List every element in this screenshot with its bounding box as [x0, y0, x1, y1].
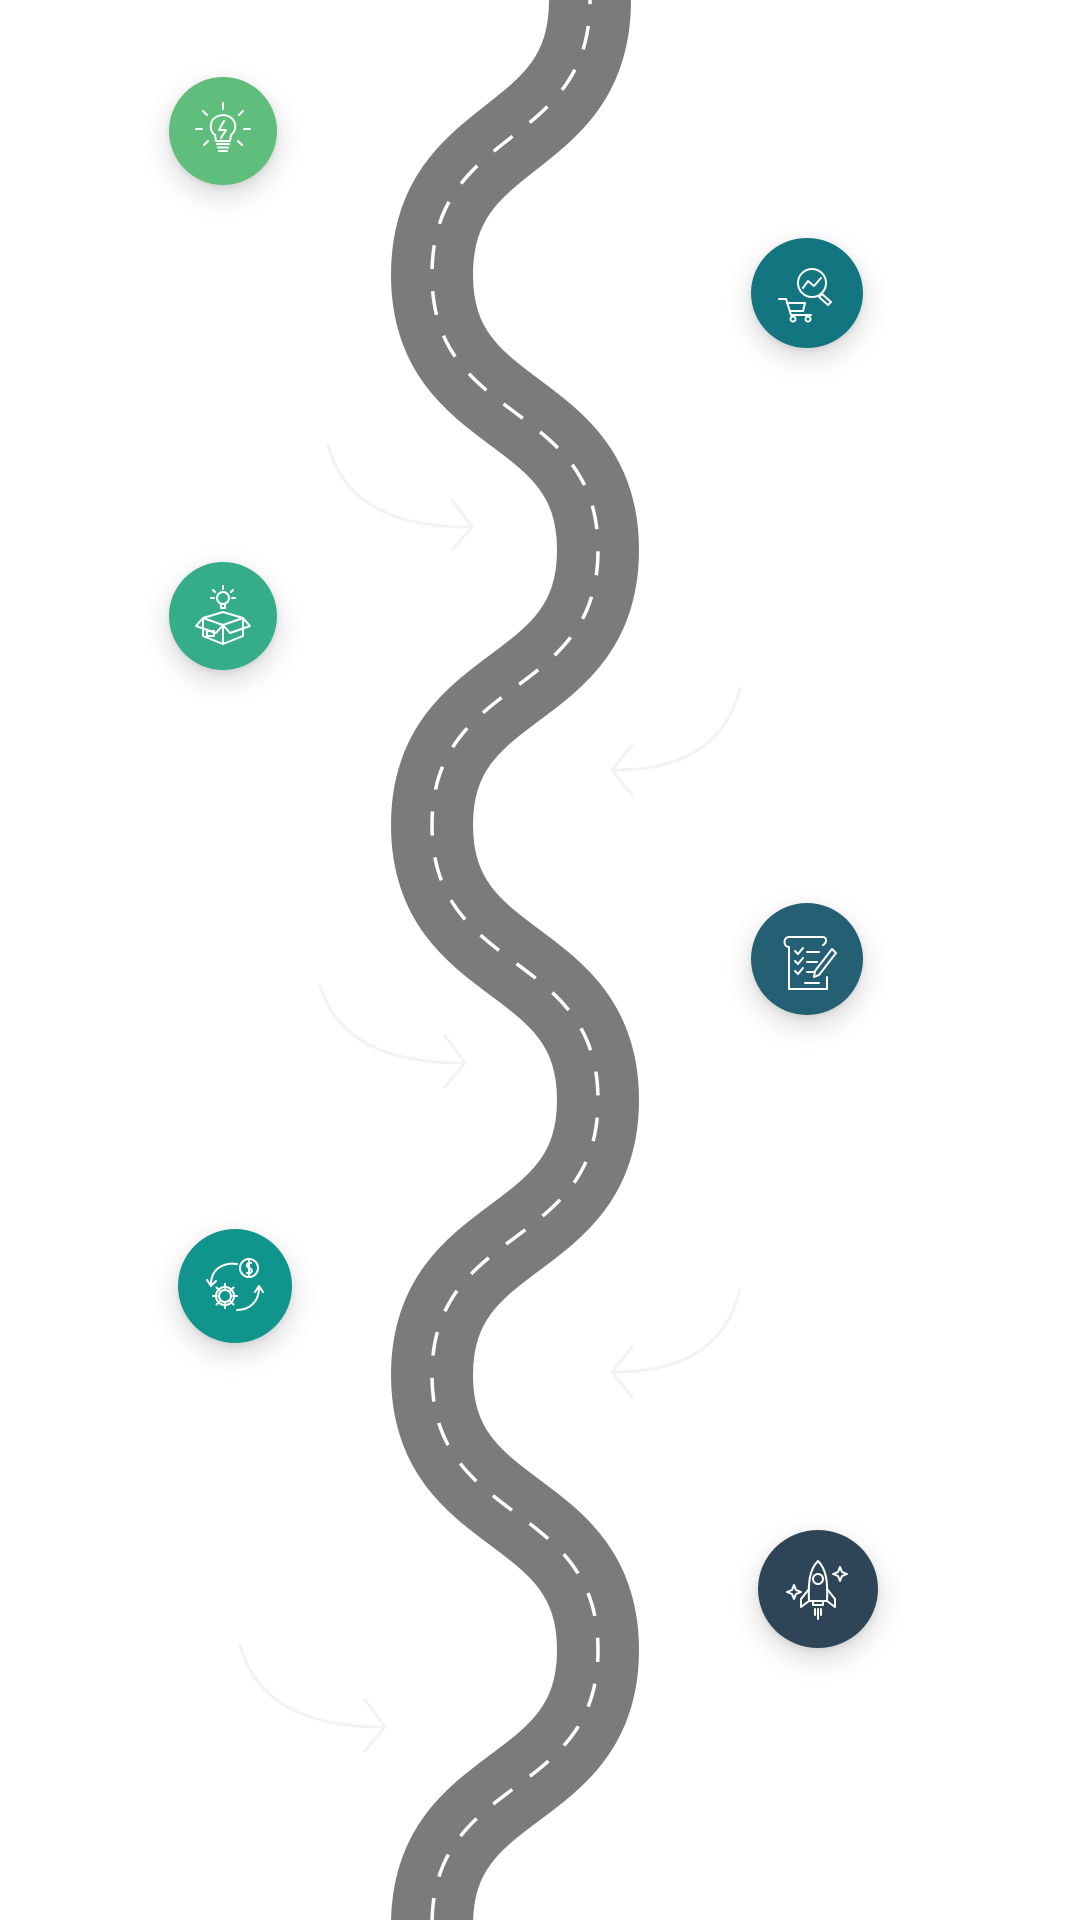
checklist-plan-icon: [783, 936, 837, 990]
curved-arrow-2: [610, 686, 742, 797]
milestone-4: [751, 903, 863, 1015]
curved-arrow-5: [238, 1643, 387, 1753]
milestone-6: [758, 1530, 878, 1648]
milestone-3: [169, 562, 277, 670]
curved-arrow-3: [318, 983, 467, 1089]
rocket-launch-icon: [786, 1560, 848, 1620]
shopping-cart-analytics-icon: [778, 268, 832, 323]
product-box-idea-icon: [195, 585, 251, 645]
lightbulb-icon: [195, 102, 251, 152]
road-center-dashes: [430, 0, 600, 1920]
road-surface: [390, 0, 640, 1920]
milestone-1: [169, 77, 277, 185]
milestone-2: [751, 238, 863, 348]
cost-gear-cycle-icon: [206, 1258, 264, 1311]
curved-arrow-4: [610, 1288, 742, 1399]
curved-arrow-1: [326, 443, 474, 552]
milestone-5: [178, 1229, 292, 1343]
